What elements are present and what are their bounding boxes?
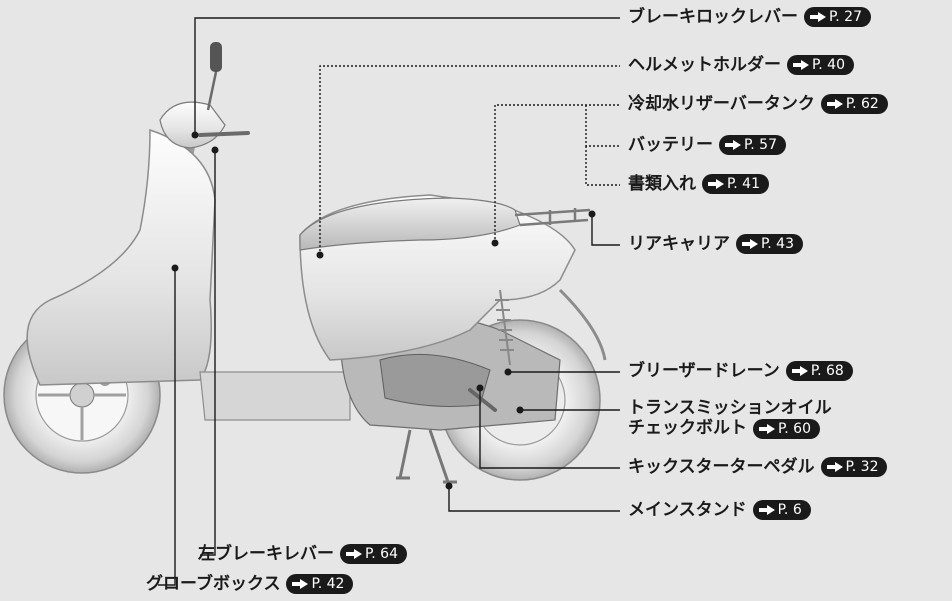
transmission-oil-label-line2: チェックボルト [628,418,747,439]
page-ref-link[interactable]: P. 62 [820,94,888,115]
page-ref-text: P. 62 [845,96,879,113]
page-ref-link[interactable]: P. 6 [752,500,811,521]
callout-document-bag: 書類入れ P. 41 [628,174,769,195]
page-ref-text: P. 64 [365,546,398,563]
page-ref-link[interactable]: P. 43 [736,234,803,255]
page-ref-text: P. 27 [829,9,862,26]
page-ref-text: P. 6 [777,502,802,519]
rear-carrier-rack [514,208,591,227]
floor-board [199,371,351,421]
page-ref-link[interactable]: P. 57 [719,135,786,156]
page-ref-link[interactable]: P. 60 [753,418,820,439]
page-ref-link[interactable]: P. 32 [820,457,888,478]
coolant-reserve-tank-label: 冷却水リザーバータンク [628,94,815,114]
callout-breather-drain: ブリーザードレーン P. 68 [628,361,853,382]
arrow-right-icon [826,99,843,110]
document-bag-label: 書類入れ [628,174,696,194]
transmission-oil-label-line1: トランスミッションオイル [628,398,832,418]
breather-drain-label: ブリーザードレーン [628,361,780,381]
arrow-right-icon [742,239,758,250]
leader-dots [171,131,596,490]
callout-helmet-holder: ヘルメットホルダー P. 40 [628,55,854,76]
main-stand-leg [396,429,457,484]
arrow-right-icon [826,462,843,473]
rear-shock [495,289,514,366]
page-ref-link[interactable]: P. 40 [787,55,854,76]
page-ref-text: P. 32 [845,459,879,476]
page-ref-text: P. 57 [744,137,777,154]
main-stand-label: メインスタンド [628,500,747,520]
page-ref-text: P. 43 [761,236,794,253]
arrow-right-icon [759,423,775,434]
callout-rear-carrier: リアキャリア P. 43 [628,234,803,255]
arrow-right-icon [346,549,362,560]
page-ref-text: P. 41 [727,176,760,193]
brake-lock-lever-label: ブレーキロックレバー [628,7,798,27]
callout-left-brake-lever: 左ブレーキレバー P. 64 [198,544,407,565]
arrow-right-icon [791,366,808,377]
callout-brake-lock-lever: ブレーキロックレバー P. 27 [628,7,871,28]
callout-kick-starter-pedal: キックスターターペダル P. 32 [628,457,888,478]
page-ref-text: P. 60 [778,420,811,437]
page-ref-text: P. 42 [311,576,345,593]
battery-label: バッテリー [628,135,713,155]
arrow-right-icon [292,579,309,590]
page-ref-text: P. 40 [812,57,845,74]
rear-carrier-label: リアキャリア [628,234,730,254]
mirror [210,42,222,72]
arrow-right-icon [725,140,741,151]
dotted-leader-lines [319,65,620,255]
left-brake-lever-label: 左ブレーキレバー [198,544,334,564]
page-ref-link[interactable]: P. 41 [702,174,769,195]
arrow-right-icon [810,12,826,23]
callout-battery: バッテリー P. 57 [628,135,786,156]
arrow-right-icon [793,60,809,71]
callout-main-stand: メインスタンド P. 6 [628,500,811,521]
page-ref-link[interactable]: P. 42 [286,574,354,595]
helmet-holder-label: ヘルメットホルダー [628,55,781,75]
callout-coolant-reserve-tank: 冷却水リザーバータンク P. 62 [628,94,888,115]
kick-starter-pedal-label: キックスターターペダル [628,457,815,477]
page-ref-text: P. 68 [810,363,844,380]
page-ref-link[interactable]: P. 68 [785,361,853,382]
front-body [26,128,216,386]
arrow-right-icon [708,179,724,190]
arrow-right-icon [758,505,775,516]
callout-transmission-oil-bolt: トランスミッションオイル チェックボルト P. 60 [628,398,832,439]
page-ref-link[interactable]: P. 64 [340,544,407,565]
leader-lines [158,17,620,586]
glove-box-label: グローブボックス [146,574,281,594]
page-ref-link[interactable]: P. 27 [804,7,871,28]
callout-glove-box: グローブボックス P. 42 [146,574,354,595]
